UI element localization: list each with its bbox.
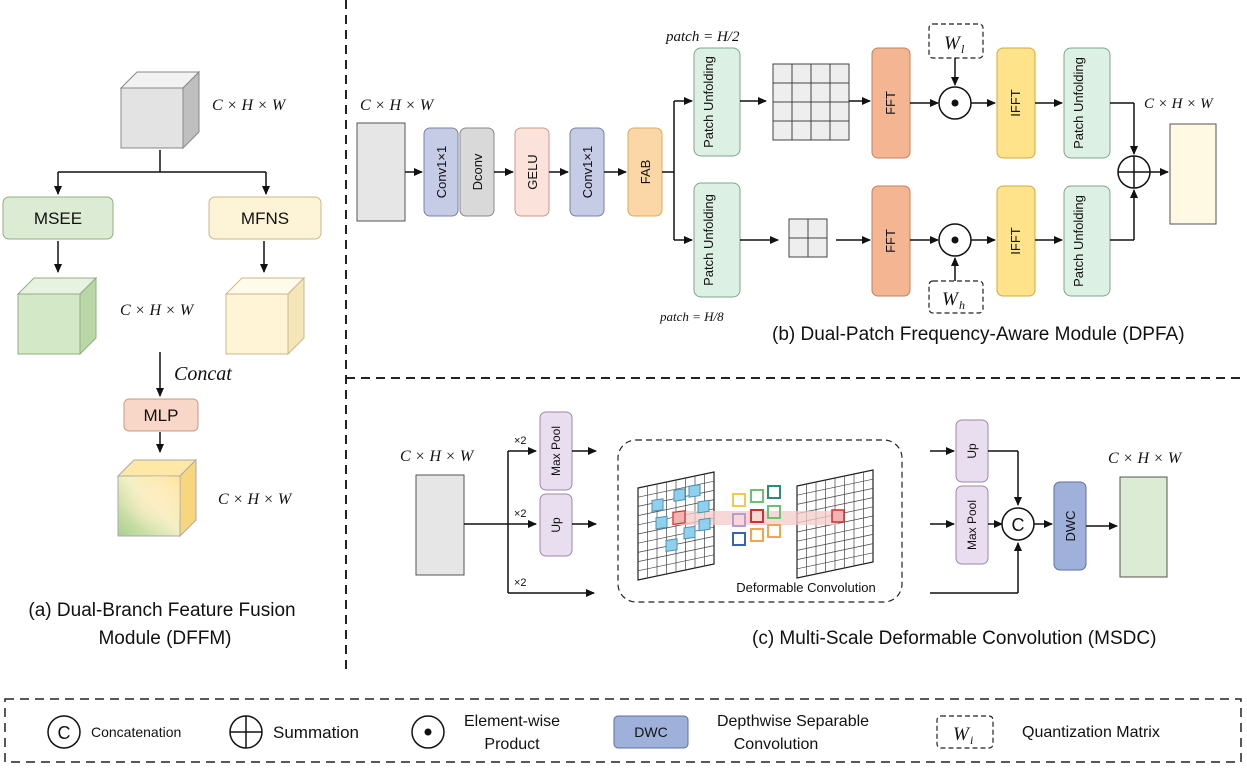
legend-quant-label: Quantization Matrix: [1022, 724, 1160, 741]
legend-wi-icon: W i: [936, 715, 994, 749]
output-sample: [831, 509, 845, 523]
mfns-output-cube: [224, 276, 306, 356]
maxpool-right-box: [955, 485, 989, 565]
svg-text:W: W: [942, 289, 960, 310]
gelu-label: GELU: [525, 154, 540, 189]
patch-out-bottom-label: Patch Unfolding: [1071, 195, 1086, 287]
msdc-caption: (c) Multi-Scale Deformable Convolution (…: [752, 628, 1156, 649]
msee-box: [2, 196, 114, 240]
fft-bottom-label: FFT: [883, 229, 898, 253]
wh-matrix: W h: [928, 280, 984, 314]
dffm-caption-line2: Module (DFFM): [98, 628, 231, 649]
dffm-panel: C × H × W MSEE MFNS C × H × W Concat MLP: [2, 70, 322, 649]
kernel-offsets: [732, 485, 781, 546]
fft-bottom-box: [871, 185, 911, 297]
x2-label-b: ×2: [514, 508, 527, 520]
legend-dwc-line1: Depthwise Separable: [717, 713, 869, 730]
conv1x1-label-a: Conv1×1: [434, 146, 449, 198]
patch-top-label: patch = H/2: [665, 29, 740, 45]
legend-dwc-box-label: DWC: [634, 724, 667, 740]
msee-label: MSEE: [34, 209, 82, 228]
fft-top-label: FFT: [883, 91, 898, 115]
legend-concat-icon: C: [47, 715, 81, 749]
dpfa-caption: (b) Dual-Patch Frequency-Aware Module (D…: [772, 324, 1185, 345]
dpfa-input-block: [356, 122, 406, 222]
patch-unfolding-top-label: Patch Unfolding: [701, 56, 716, 148]
msdc-in-dim: C × H × W: [400, 448, 475, 465]
concat-node: C: [1001, 507, 1035, 541]
patch-bottom-label: patch = H/8: [659, 309, 724, 324]
conv1x1-label-b: Conv1×1: [580, 146, 595, 198]
up-right-label: Up: [965, 443, 979, 459]
element-product-bottom: [938, 223, 972, 257]
deformable-label: Deformable Convolution: [736, 580, 875, 595]
dffm-mid-dim: C × H × W: [120, 302, 195, 319]
dpfa-out-dim: C × H × W: [1144, 96, 1214, 112]
msdc-output-block: [1119, 476, 1168, 578]
legend: C Concatenation Summation Element-wise P…: [4, 698, 1242, 763]
msdc-out-dim: C × H × W: [1108, 450, 1183, 467]
up-left-label: Up: [549, 517, 563, 533]
sampling-points: [651, 484, 711, 552]
fab-label: FAB: [638, 160, 653, 185]
mfns-box: [208, 196, 322, 240]
svg-text:W: W: [944, 33, 962, 54]
wl-matrix: W l: [928, 23, 984, 59]
dwc-label: DWC: [1063, 510, 1078, 541]
maxpool-right-label: Max Pool: [965, 500, 979, 550]
x2-label-a: ×2: [514, 435, 527, 447]
svg-text:l: l: [961, 42, 965, 56]
msdc-input-block: [415, 474, 465, 576]
patch-grid-4x4: [772, 63, 850, 141]
up-left-box: [539, 493, 573, 557]
conv1x1-box-a: [423, 127, 459, 217]
legend-product-icon: [411, 715, 445, 749]
legend-dwc-box: [613, 715, 689, 749]
dffm-output-cube: [116, 458, 198, 538]
dpfa-output-block: [1169, 123, 1217, 225]
summation-node: [1117, 155, 1151, 189]
patch-grid-2x2: [788, 218, 828, 258]
legend-concat-label: Concatenation: [91, 724, 181, 740]
patch-out-bottom: [1063, 185, 1111, 297]
legend-product-line2: Product: [484, 736, 540, 753]
legend-sum-icon: [229, 715, 263, 749]
mlp-label: MLP: [144, 406, 179, 425]
dffm-caption-line1: (a) Dual-Branch Feature Fusion: [28, 600, 295, 621]
ifft-bottom-box: [996, 185, 1036, 297]
dffm-input-cube: [119, 70, 201, 150]
dpfa-in-dim: C × H × W: [360, 97, 435, 114]
receptive-field-band: [672, 511, 838, 525]
patch-unfolding-bottom-label: Patch Unfolding: [701, 194, 716, 286]
svg-text:i: i: [970, 733, 973, 747]
dffm-out-dim: C × H × W: [218, 491, 293, 508]
dpfa-panel: C × H × W Conv1×1 Dconv GELU Conv1×1 FAB…: [356, 23, 1217, 345]
ifft-bottom-label: IFFT: [1008, 227, 1023, 254]
patch-unfolding-top: [693, 47, 741, 157]
concat-label: Concat: [174, 363, 232, 385]
ifft-top-label: IFFT: [1008, 89, 1023, 116]
legend-dwc-line2: Convolution: [734, 736, 819, 753]
maxpool-left-label: Max Pool: [549, 426, 563, 476]
svg-text:h: h: [959, 298, 965, 312]
svg-text:C: C: [1012, 515, 1025, 535]
x2-label-c: ×2: [514, 577, 527, 589]
mfns-label: MFNS: [241, 209, 289, 228]
patch-out-top-label: Patch Unfolding: [1071, 57, 1086, 149]
svg-text:C: C: [58, 723, 71, 743]
dffm-top-dim: C × H × W: [212, 97, 287, 114]
msdc-panel: C × H × W ×2 ×2 ×2 Max Pool Up: [400, 411, 1183, 649]
msee-output-cube: [16, 276, 98, 356]
legend-sum-label: Summation: [273, 723, 359, 742]
element-product-top: [938, 86, 972, 120]
mlp-box: [123, 398, 199, 432]
svg-text:W: W: [953, 724, 971, 745]
legend-product-line1: Element-wise: [464, 713, 560, 730]
dconv-label: Dconv: [470, 153, 485, 190]
